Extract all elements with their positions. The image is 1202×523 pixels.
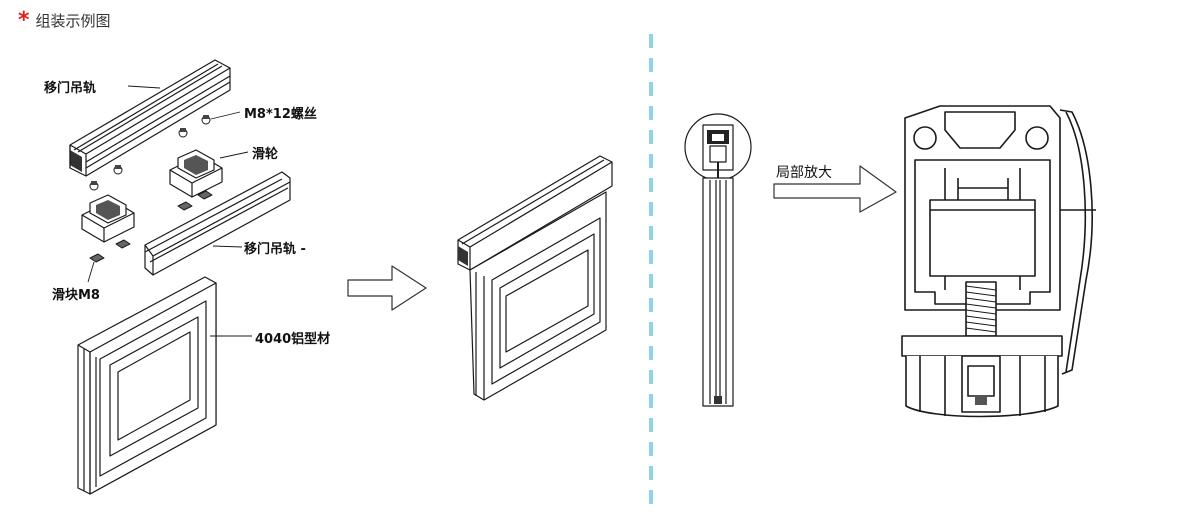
label-zoom: 局部放大 [776,165,832,181]
section-header: * 组装示例图 [18,7,111,33]
leader-slider [87,261,95,283]
leader-pulley [219,151,249,159]
label-screw: M8*12螺丝 [244,107,317,122]
leader-rail-top [127,85,161,89]
zoom-arrow-icon [773,165,897,213]
leader-rail-mid [212,245,243,248]
pulley-right [169,149,223,198]
asterisk-icon: * [18,7,30,33]
label-hanging-rail-top: 移门吊轨 [44,81,97,96]
label-pulley: 滑轮 [252,147,279,162]
pulley-left [81,194,135,243]
leader-screw [210,111,241,120]
section-title: 组装示例图 [35,12,111,30]
label-profile: 4040铝型材 [255,332,331,347]
label-hanging-rail-middle: 移门吊轨 - [244,242,306,257]
enlarged-detail [901,105,1096,418]
assembled-door [457,155,613,401]
hanging-rail-top [69,59,231,177]
side-section-view [684,113,752,407]
screw-set [89,115,211,191]
aluminum-frame-exploded [77,276,217,495]
label-slider: 滑块M8 [52,288,100,303]
hanging-rail-middle [144,171,291,276]
slider-blocks [89,190,213,263]
right-arrow-icon [347,265,427,311]
